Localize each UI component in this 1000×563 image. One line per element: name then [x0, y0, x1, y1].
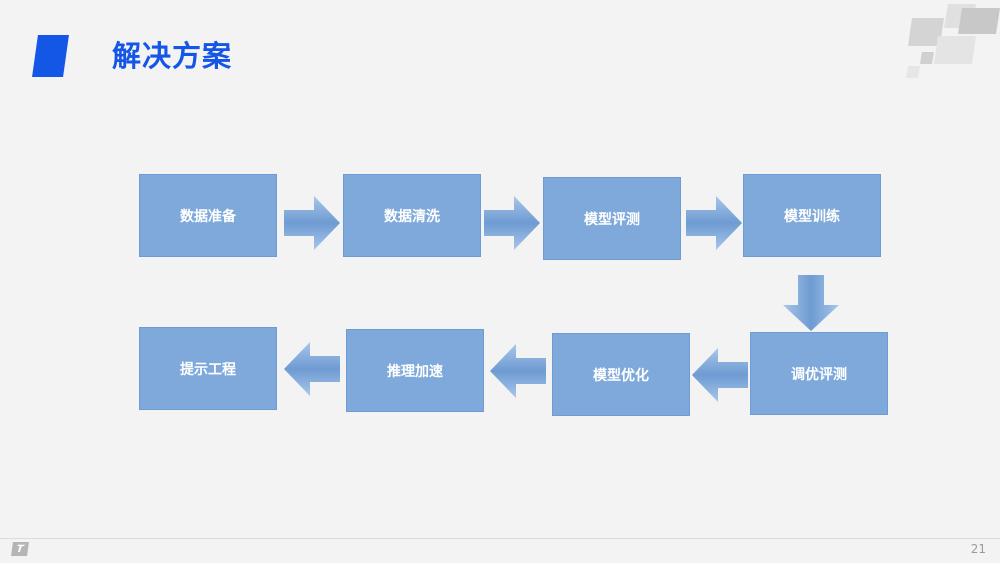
- arrow-left-icon: [284, 342, 340, 396]
- flow-step-data-prep: 数据准备: [139, 174, 277, 257]
- arrow-right-icon: [484, 196, 540, 250]
- arrow-right-icon: [284, 196, 340, 250]
- flow-step-model-eval: 模型评测: [543, 177, 681, 260]
- flow-step-inference-accel: 推理加速: [346, 329, 484, 412]
- flow-step-model-train: 模型训练: [743, 174, 881, 257]
- footer-logo: T: [11, 542, 29, 556]
- footer-divider: [0, 538, 1000, 539]
- slide-title: 解决方案: [112, 39, 233, 73]
- arrow-right-icon: [686, 196, 742, 250]
- title-accent-bar: [32, 35, 69, 77]
- arrow-left-icon: [692, 348, 748, 402]
- flow-step-model-optimize: 模型优化: [552, 333, 690, 416]
- corner-decoration-icon: [906, 4, 1000, 78]
- flow-step-data-clean: 数据清洗: [343, 174, 481, 257]
- arrow-down-icon: [783, 275, 839, 331]
- page-number: 21: [970, 542, 986, 556]
- flow-step-prompt-eng: 提示工程: [139, 327, 277, 410]
- flow-step-tuning-eval: 调优评测: [750, 332, 888, 415]
- arrow-left-icon: [490, 344, 546, 398]
